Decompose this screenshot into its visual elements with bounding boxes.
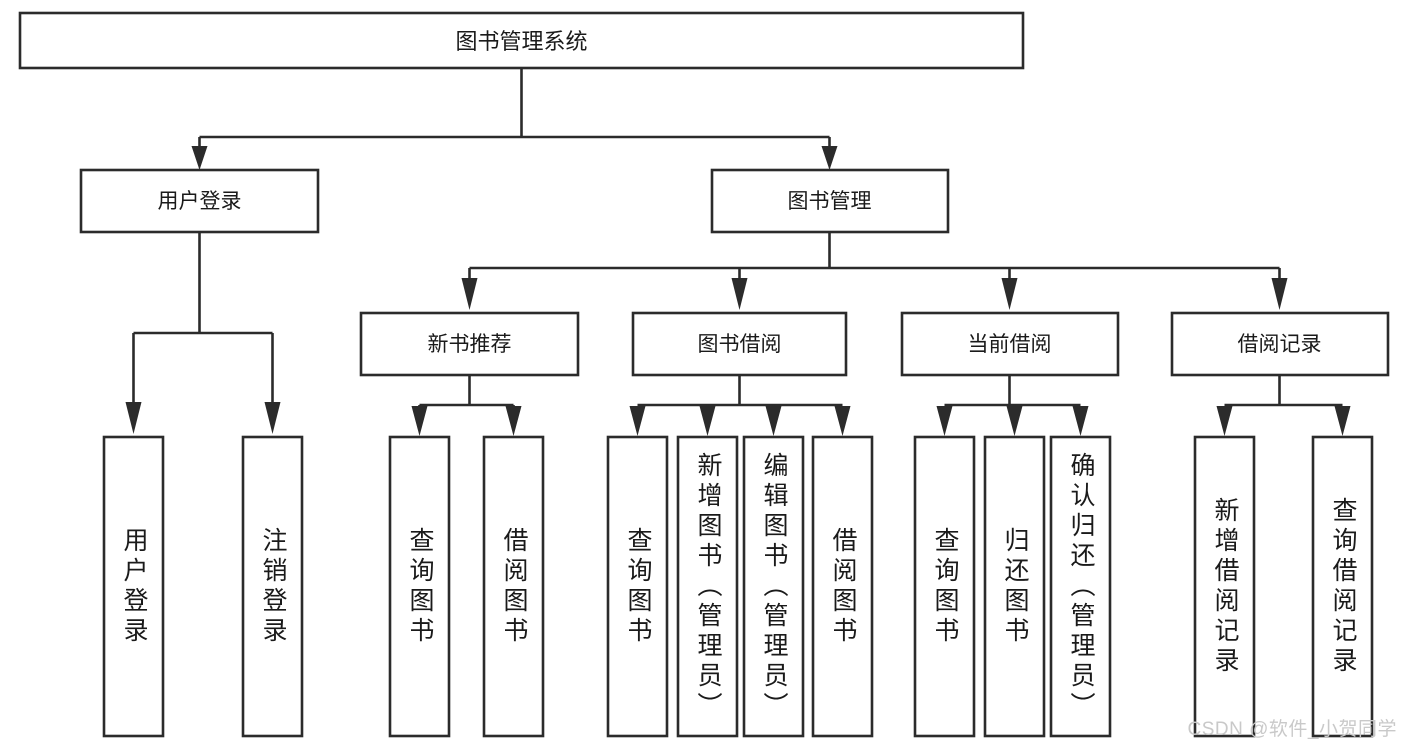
arrow-head-leaf-return-book bbox=[1006, 406, 1023, 436]
arrow-head-book-borrow bbox=[731, 278, 748, 310]
arrow-head-book-management bbox=[821, 146, 838, 170]
arrow-head-leaf-confirm-return-admin bbox=[1072, 406, 1089, 436]
leaf-query-borrow-record-box[interactable] bbox=[1311, 435, 1374, 738]
arrow-head-leaf-borrow-book bbox=[834, 406, 851, 436]
leaf-confirm-return-admin-box[interactable] bbox=[1049, 435, 1112, 738]
connector-group-book-management bbox=[461, 232, 1288, 310]
arrow-head-leaf-query-borrow-record bbox=[1334, 406, 1351, 436]
node-book-borrow-box bbox=[631, 311, 848, 377]
arrow-head-leaf-borrow-book-rec bbox=[505, 406, 522, 436]
arrow-head-new-book-recommend bbox=[461, 278, 478, 310]
node-new-book-recommend[interactable]: 新书推荐 bbox=[359, 311, 580, 377]
connector-group-book-borrow bbox=[629, 375, 851, 436]
connector-group-user-login bbox=[125, 232, 281, 434]
node-user-login[interactable]: 用户登录 bbox=[79, 168, 320, 234]
arrow-head-leaf-query-book-borrow bbox=[629, 406, 646, 436]
connector-group-new-book-recommend bbox=[411, 375, 522, 436]
node-current-borrow[interactable]: 当前借阅 bbox=[900, 311, 1120, 377]
leaf-edit-book-admin-box[interactable] bbox=[742, 435, 805, 738]
leaf-query-book-borrow-box[interactable] bbox=[606, 435, 669, 738]
connector-group-borrow-record bbox=[1216, 375, 1351, 436]
arrow-head-leaf-add-book-admin bbox=[699, 406, 716, 436]
node-borrow-record[interactable]: 借阅记录 bbox=[1170, 311, 1390, 377]
connector-group-current-borrow bbox=[936, 375, 1089, 436]
node-root[interactable]: 图书管理系统 bbox=[18, 11, 1025, 70]
arrow-head-leaf-user-login bbox=[125, 402, 142, 434]
node-borrow-record-label: 借阅记录 bbox=[1238, 333, 1322, 356]
node-root-box bbox=[18, 11, 1025, 70]
leaf-query-book-rec-box[interactable] bbox=[388, 435, 451, 738]
node-root-label: 图书管理系统 bbox=[455, 29, 587, 54]
leaf-borrow-book-rec-box[interactable] bbox=[482, 435, 545, 738]
leaf-logout-box[interactable] bbox=[241, 435, 304, 738]
node-current-borrow-label: 当前借阅 bbox=[968, 333, 1052, 356]
leaf-return-book-box[interactable] bbox=[983, 435, 1046, 738]
arrow-head-leaf-edit-book-admin bbox=[765, 406, 782, 436]
node-new-book-recommend-box bbox=[359, 311, 580, 377]
arrow-head-leaf-query-book-current bbox=[936, 406, 953, 436]
leaf-user-login-box[interactable] bbox=[102, 435, 165, 738]
arrow-head-current-borrow bbox=[1001, 278, 1018, 310]
arrow-head-leaf-logout bbox=[264, 402, 281, 434]
node-user-login-label: 用户登录 bbox=[158, 190, 242, 213]
node-book-borrow[interactable]: 图书借阅 bbox=[631, 311, 848, 377]
leaf-boxes-group bbox=[102, 435, 1374, 738]
node-book-management-label: 图书管理 bbox=[788, 190, 872, 213]
node-user-login-box bbox=[79, 168, 320, 234]
leaf-query-book-current-box[interactable] bbox=[913, 435, 976, 738]
csdn-watermark: CSDN @软件_小贺同学 bbox=[1187, 719, 1397, 740]
arrow-head-borrow-record bbox=[1271, 278, 1288, 310]
arrow-head-user-login bbox=[191, 146, 208, 170]
arrow-head-leaf-query-book-rec bbox=[411, 406, 428, 436]
node-book-management-box bbox=[710, 168, 950, 234]
connector-group-root bbox=[191, 68, 838, 170]
node-new-book-recommend-label: 新书推荐 bbox=[428, 333, 512, 356]
node-book-borrow-label: 图书借阅 bbox=[698, 333, 782, 356]
leaf-add-book-admin-box[interactable] bbox=[676, 435, 739, 738]
node-current-borrow-box bbox=[900, 311, 1120, 377]
arrow-head-leaf-add-borrow-record bbox=[1216, 406, 1233, 436]
leaf-borrow-book-box[interactable] bbox=[811, 435, 874, 738]
node-borrow-record-box bbox=[1170, 311, 1390, 377]
node-book-management[interactable]: 图书管理 bbox=[710, 168, 950, 234]
leaf-add-borrow-record-box[interactable] bbox=[1193, 435, 1256, 738]
